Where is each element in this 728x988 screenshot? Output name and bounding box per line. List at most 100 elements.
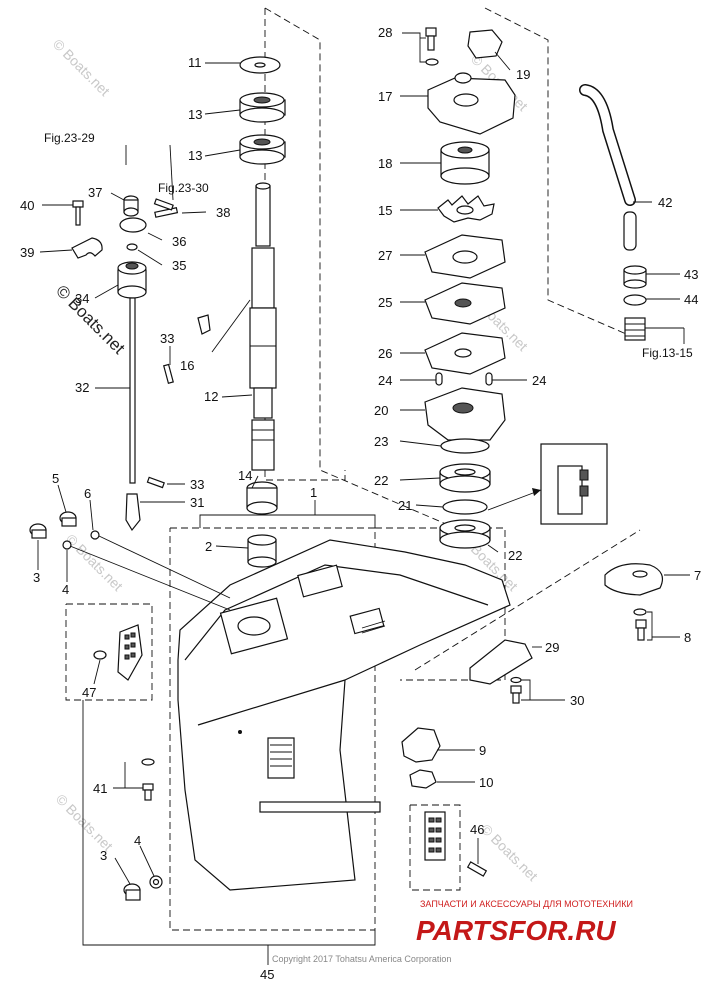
callout-43: 43 bbox=[684, 267, 698, 282]
seal-21 bbox=[442, 499, 488, 515]
ref-fig-23-29: Fig.23-29 bbox=[44, 131, 95, 145]
callout-24: 24 bbox=[378, 373, 392, 388]
shop-tagline: ЗАПЧАСТИ И АКСЕССУАРЫ ДЛЯ МОТОТЕХНИКИ bbox=[420, 899, 633, 909]
callout-25: 25 bbox=[378, 295, 392, 310]
callout-4: 4 bbox=[62, 582, 69, 597]
gear-case-1 bbox=[177, 534, 511, 891]
driveshaft-group bbox=[239, 56, 286, 515]
callout-36: 36 bbox=[172, 234, 186, 249]
callout-11: 11 bbox=[188, 55, 202, 70]
pump-case-20 bbox=[424, 387, 506, 441]
callout-45: 45 bbox=[260, 967, 274, 982]
trim-tab-7 bbox=[604, 563, 663, 596]
callout-32: 32 bbox=[75, 380, 89, 395]
leader-lines bbox=[37, 32, 690, 885]
bushing-14 bbox=[246, 481, 278, 515]
pin-33 bbox=[146, 476, 165, 489]
grommet-43 bbox=[623, 265, 647, 289]
callout-3: 3 bbox=[33, 570, 40, 585]
collar-37 bbox=[123, 195, 139, 217]
callout-34: 34 bbox=[75, 291, 89, 306]
callout-41: 41 bbox=[93, 781, 107, 796]
callout-7: 7 bbox=[694, 568, 701, 583]
oring-36 bbox=[119, 217, 147, 233]
oring-23 bbox=[440, 438, 490, 454]
washer-4-upper bbox=[62, 540, 72, 550]
callout-31: 31 bbox=[190, 495, 204, 510]
bolt-30 bbox=[510, 676, 522, 704]
shift-cam-31 bbox=[125, 493, 141, 532]
washer-6 bbox=[90, 530, 100, 540]
cover-29 bbox=[469, 639, 533, 685]
callout-labels: 1 2 3 3 4 4 5 6 7 8 9 10 11 12 13 13 14 … bbox=[20, 25, 701, 982]
screw-41 bbox=[141, 758, 155, 801]
callout-6: 6 bbox=[84, 486, 91, 501]
callout-40: 40 bbox=[20, 198, 34, 213]
callout-21: 21 bbox=[398, 498, 412, 513]
watermark-boats: © Boats.net bbox=[53, 791, 116, 854]
impeller-15 bbox=[437, 195, 495, 223]
callout-19: 19 bbox=[516, 67, 530, 82]
watermark-boats: © Boats.net bbox=[50, 36, 113, 99]
callout-4: 4 bbox=[134, 833, 141, 848]
pins-38 bbox=[153, 198, 179, 218]
left-fasteners bbox=[29, 511, 231, 901]
water-tube-group bbox=[579, 84, 647, 341]
key-16 bbox=[197, 314, 211, 335]
callout-2: 2 bbox=[205, 539, 212, 554]
screen-46 bbox=[424, 811, 488, 877]
callout-22: 22 bbox=[508, 548, 522, 563]
callout-12: 12 bbox=[204, 389, 218, 404]
dowel-24 bbox=[435, 372, 443, 386]
callout-13: 13 bbox=[188, 107, 202, 122]
callout-17: 17 bbox=[378, 89, 392, 104]
callout-10: 10 bbox=[479, 775, 493, 790]
callout-13: 13 bbox=[188, 148, 202, 163]
bearing-13-upper bbox=[239, 92, 286, 123]
plug-3-upper bbox=[29, 523, 47, 539]
pump-housing-17 bbox=[427, 72, 516, 135]
callout-37: 37 bbox=[88, 185, 102, 200]
callout-8: 8 bbox=[684, 630, 691, 645]
shift-rod-32 bbox=[129, 297, 136, 484]
callout-35: 35 bbox=[172, 258, 186, 273]
bearing-13-lower bbox=[239, 134, 286, 165]
callout-27: 27 bbox=[378, 248, 392, 263]
ref-fig-23-30: Fig.23-30 bbox=[158, 181, 209, 195]
gear-9 bbox=[401, 727, 441, 763]
seal-44 bbox=[623, 294, 647, 306]
callout-38: 38 bbox=[216, 205, 230, 220]
callout-33: 33 bbox=[190, 477, 204, 492]
bearing-2 bbox=[247, 534, 277, 568]
callout-47: 47 bbox=[82, 685, 96, 700]
anode-47 bbox=[93, 624, 143, 681]
plug-3-lower bbox=[123, 883, 141, 901]
ref-fig-13-15: Fig.13-15 bbox=[642, 346, 693, 360]
ring-35 bbox=[126, 243, 138, 251]
callout-14: 14 bbox=[238, 468, 252, 483]
nut-10 bbox=[409, 769, 437, 789]
copyright-text: Copyright 2017 Tohatsu America Corporati… bbox=[272, 954, 451, 964]
callout-20: 20 bbox=[374, 403, 388, 418]
callout-5: 5 bbox=[52, 471, 59, 486]
callout-9: 9 bbox=[479, 743, 486, 758]
footer: ЗАПЧАСТИ И АКСЕССУАРЫ ДЛЯ МОТОТЕХНИКИ PA… bbox=[272, 899, 633, 964]
seal-22-upper bbox=[439, 463, 491, 493]
callout-15: 15 bbox=[378, 203, 392, 218]
shop-logo: PARTSFOR.RU bbox=[416, 915, 616, 946]
driveshaft-12 bbox=[249, 182, 277, 471]
callout-23: 23 bbox=[374, 434, 388, 449]
callout-16: 16 bbox=[180, 358, 194, 373]
callout-22: 22 bbox=[374, 473, 388, 488]
callout-30: 30 bbox=[570, 693, 584, 708]
bolt-8 bbox=[633, 608, 647, 641]
plug-5 bbox=[59, 511, 77, 527]
callout-3: 3 bbox=[100, 848, 107, 863]
seal-detail-inset bbox=[487, 443, 608, 525]
grommet-19 bbox=[467, 29, 503, 59]
shift-linkage-group bbox=[71, 195, 211, 532]
tube-end-42 bbox=[623, 211, 637, 251]
water-pump-group bbox=[424, 27, 608, 549]
callout-26: 26 bbox=[378, 346, 392, 361]
